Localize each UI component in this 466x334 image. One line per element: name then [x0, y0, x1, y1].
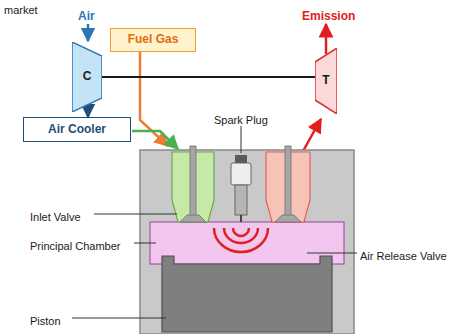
part-label: Inlet Valve [30, 211, 81, 223]
cooler-box: Air Cooler [23, 117, 131, 142]
node-text: Fuel Gas [128, 33, 179, 46]
air-feed-arrow [132, 131, 178, 149]
flow-label: Emission [302, 9, 355, 23]
part-label-holder: Piston [30, 311, 61, 329]
spark-plug-cap [235, 155, 247, 163]
cylinder-block [140, 150, 354, 334]
flow-label: Air [78, 9, 95, 23]
spark-plug-thread [235, 185, 247, 215]
leader-line [72, 318, 166, 319]
flow-label-holder: Air [78, 6, 95, 24]
cropped-heading: market [4, 4, 38, 16]
part-label: Spark Plug [214, 114, 268, 126]
compressor-symbol: C [72, 42, 102, 112]
part-label-holder: Inlet Valve [30, 207, 81, 225]
leader-line [94, 214, 177, 215]
spark-electrode [240, 215, 242, 222]
leader-line [241, 126, 242, 153]
ignition-wave [233, 228, 249, 236]
cropped-heading-holder: market [4, 0, 38, 18]
part-label: Air Release Valve [360, 250, 447, 262]
spark-plug-body [231, 163, 251, 185]
part-label-holder: Spark Plug [214, 110, 268, 128]
fuel-box: Fuel Gas [110, 28, 196, 52]
part-label: Principal Chamber [30, 240, 120, 252]
ignition-wave [214, 228, 268, 252]
flow-label-holder: Emission [302, 6, 355, 24]
release-valve-stem [285, 146, 291, 218]
part-label-holder: Air Release Valve [360, 246, 447, 264]
principal-chamber [150, 222, 344, 264]
inlet-valve-stem [190, 146, 196, 218]
piston [162, 256, 332, 332]
turbine-symbol: T [315, 48, 337, 114]
leader-line [307, 253, 357, 254]
inlet-valve-head [180, 215, 206, 222]
air-arrow [87, 24, 90, 41]
emission-arrow [325, 24, 328, 54]
leader-line [134, 243, 156, 244]
node-text: Air Cooler [48, 123, 106, 136]
part-label-holder: Principal Chamber [30, 236, 120, 254]
node-text: T [322, 74, 329, 87]
release-valve-head [275, 215, 301, 222]
part-label: Piston [30, 315, 61, 327]
shaft-line [102, 76, 315, 78]
flow-arrow [87, 105, 90, 117]
ignition-wave [224, 228, 258, 243]
node-text: C [83, 70, 92, 83]
